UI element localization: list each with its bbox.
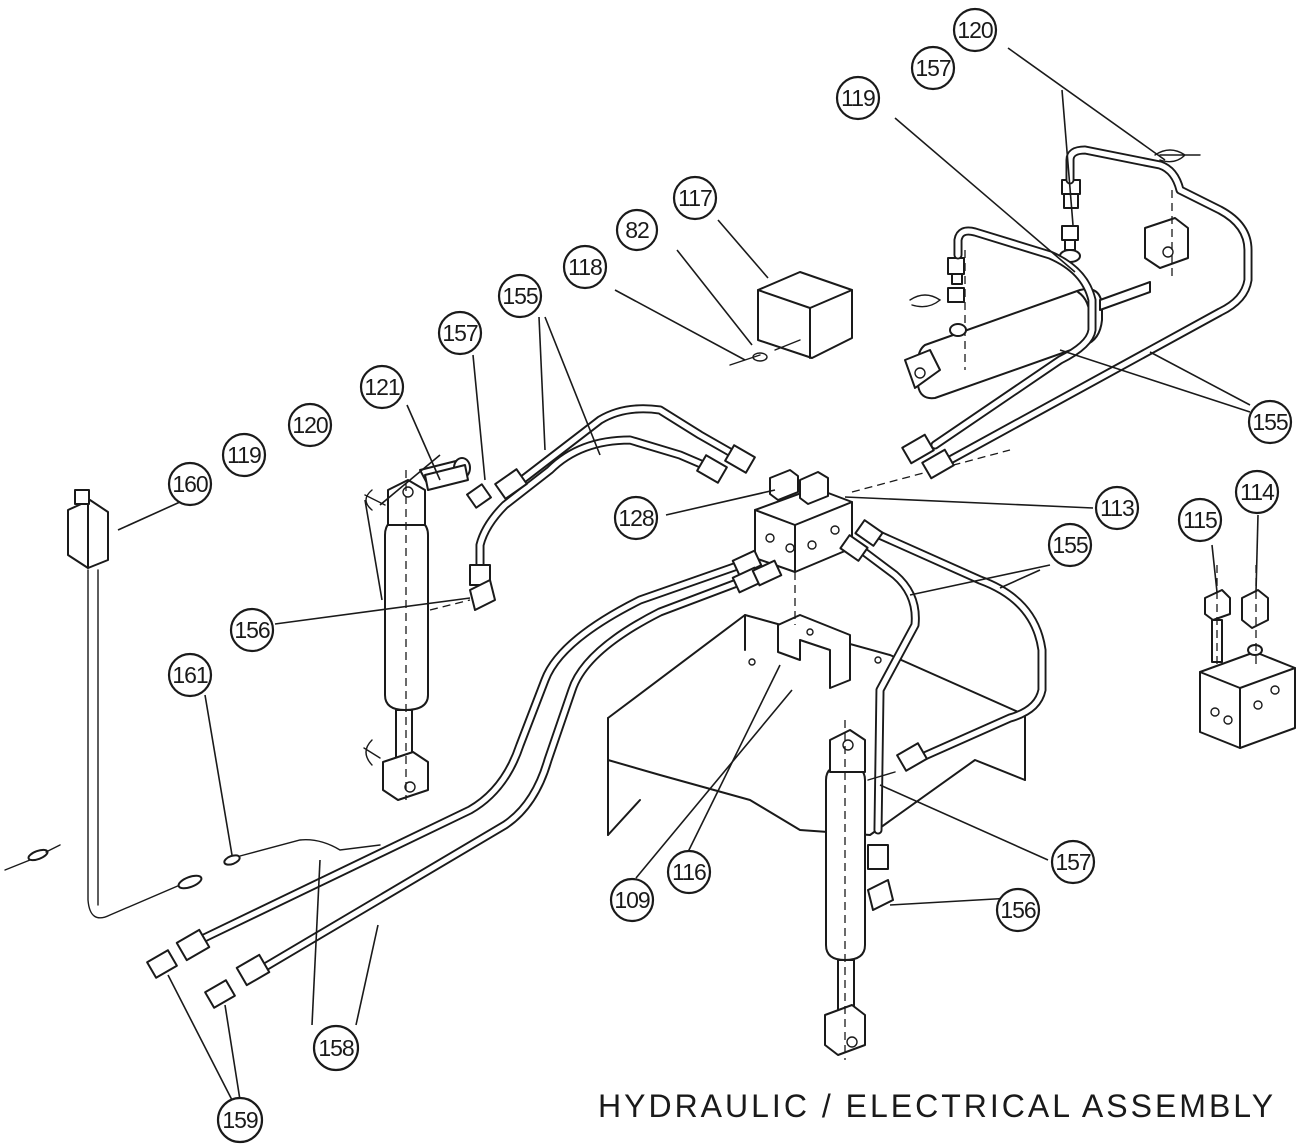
callout-label: 120 [957, 17, 993, 43]
callout-158: 158 [312, 1024, 360, 1072]
callout-label: 155 [1052, 532, 1088, 558]
hose-lines [195, 145, 1253, 975]
callout-114: 114 [1234, 469, 1280, 515]
callout-label: 157 [1055, 849, 1091, 875]
valve-bracket [748, 614, 882, 689]
callout-161: 161 [167, 652, 213, 698]
callout-label: 121 [364, 374, 400, 400]
callout-157-top: 157 [910, 45, 956, 91]
leader-lines [117, 47, 1259, 1101]
callout-label: 109 [614, 887, 650, 913]
callout-156-right: 156 [995, 887, 1041, 933]
callout-120-top: 120 [952, 7, 998, 53]
callout-label: 115 [1183, 507, 1217, 533]
callout-label: 117 [678, 185, 712, 211]
callout-label: 155 [502, 283, 538, 309]
callout-157-left: 157 [437, 310, 483, 356]
callout-label: 118 [568, 254, 602, 280]
callout-label: 128 [618, 505, 654, 531]
callout-label: 157 [442, 320, 478, 346]
callout-label: 116 [672, 859, 706, 885]
callout-label: 113 [1100, 495, 1134, 521]
callout-82: 82 [615, 208, 659, 252]
valve-block-113 [754, 449, 1011, 625]
callout-109: 109 [609, 877, 655, 923]
solenoid-box-117 [729, 271, 853, 366]
base-plate [607, 614, 1026, 836]
cylinder-upper-right [904, 190, 1189, 400]
callout-label: 159 [222, 1107, 258, 1133]
callout-label: 156 [1000, 897, 1036, 923]
callout-label: 157 [915, 55, 951, 81]
hose-fittings [146, 433, 955, 1009]
callout-160: 160 [167, 461, 213, 507]
small-valve-block [1199, 565, 1296, 749]
callout-label: 119 [841, 85, 875, 111]
callout-156-left: 156 [229, 607, 275, 653]
callout-120-left: 120 [287, 402, 333, 448]
callout-121: 121 [359, 364, 405, 410]
callout-155-right: 155 [1247, 399, 1293, 445]
callout-118: 118 [562, 244, 608, 290]
callout-119-left: 119 [221, 432, 267, 478]
callout-label: 82 [625, 217, 649, 243]
callout-155-mid: 155 [1047, 522, 1093, 568]
callout-label: 158 [318, 1035, 354, 1061]
switch-wiring [4, 489, 381, 919]
pins-and-clips [424, 149, 1201, 491]
callout-label: 156 [234, 617, 270, 643]
callout-116: 116 [666, 849, 712, 895]
callout-115: 115 [1177, 497, 1223, 543]
callout-label: 155 [1252, 409, 1288, 435]
callout-159: 159 [216, 1096, 264, 1144]
callout-119-top: 119 [835, 75, 881, 121]
callout-128: 128 [613, 495, 659, 541]
callout-113: 113 [1094, 485, 1140, 531]
cylinder-lower-right [824, 720, 896, 1060]
cylinder-left [363, 457, 471, 801]
callout-label: 161 [172, 662, 208, 688]
elbow-fitting-left [429, 579, 496, 611]
callout-155-upper-left: 155 [497, 273, 543, 319]
callout-label: 120 [292, 412, 328, 438]
callout-label: 119 [227, 442, 261, 468]
diagram-title: HYDRAULIC / ELECTRICAL ASSEMBLY [598, 1088, 1277, 1124]
callout-157-right: 157 [1050, 839, 1096, 885]
callout-117: 117 [672, 175, 718, 221]
callout-label: 114 [1240, 479, 1275, 505]
callout-label: 160 [172, 471, 208, 497]
